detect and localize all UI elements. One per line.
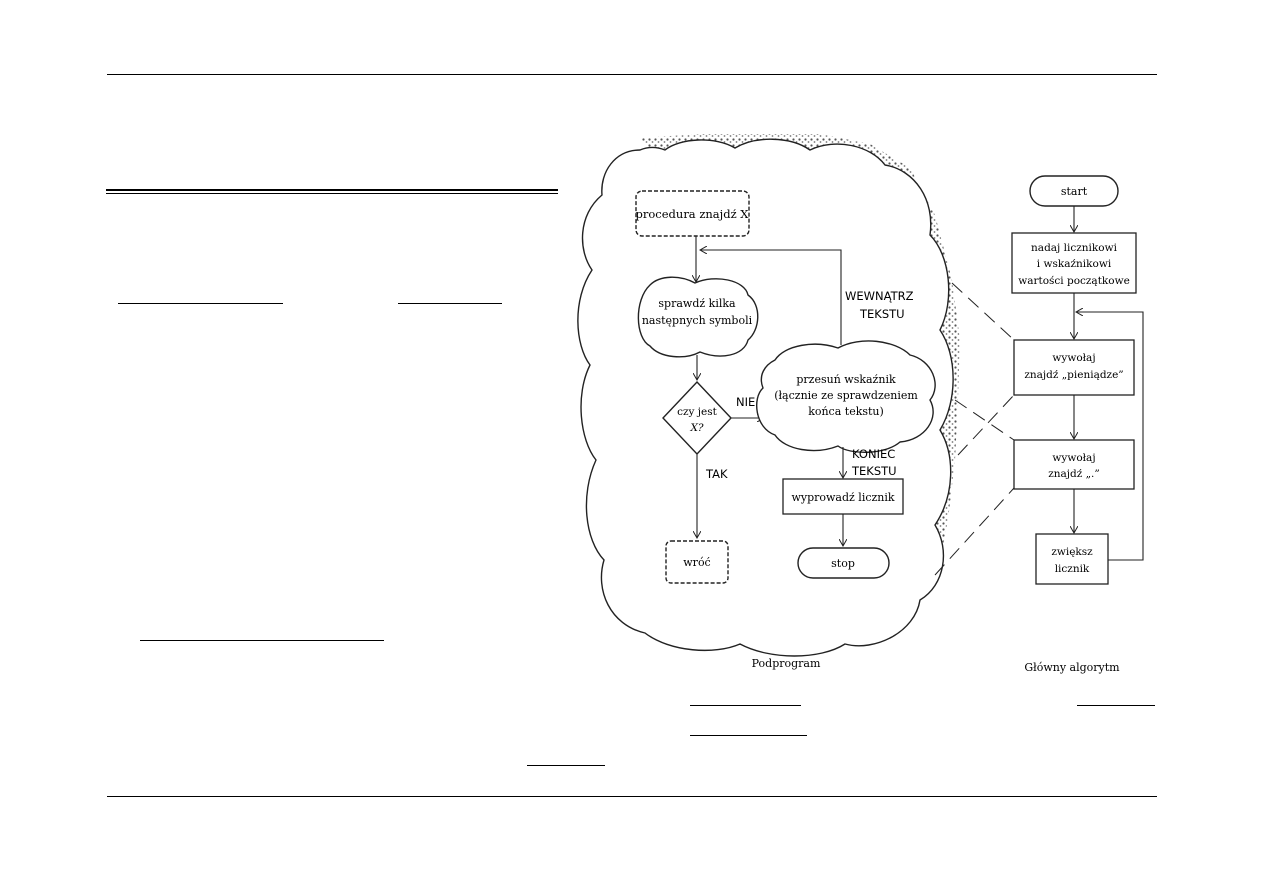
loop-back-main: [1076, 312, 1144, 561]
dashed-link-1: [951, 282, 1015, 341]
underline-1: [118, 303, 283, 304]
increment-box: [1035, 533, 1109, 585]
loop-back-line: [700, 250, 842, 345]
underline-3: [140, 640, 384, 641]
init-box: [1011, 232, 1137, 294]
check-symbols-line1: sprawdź kilka: [658, 297, 736, 310]
procedure-box: [635, 190, 750, 237]
check-symbols-cloud: [637, 276, 759, 358]
stop-terminal: [797, 547, 890, 579]
init-line1: nadaj licznikowi: [1031, 242, 1118, 254]
inside-text-line1: WEWNĄTRZ: [845, 289, 914, 303]
move-pointer-line3: końca tekstu): [808, 405, 884, 418]
start-label: start: [1061, 185, 1088, 198]
dashed-link-2: [957, 394, 1015, 456]
heading-double-rule-bottom: [106, 193, 558, 194]
move-pointer-cloud: [756, 340, 936, 454]
bottom-rule: [107, 796, 1157, 797]
return-box: [665, 540, 729, 584]
decision-line1: czy jest: [677, 406, 718, 418]
call-money-box: [1013, 339, 1135, 396]
yes-label: TAK: [705, 467, 728, 481]
procedure-label: procedura znajdź X: [636, 207, 750, 221]
heading-double-rule-top: [106, 189, 558, 191]
end-text-line2: TEKSTU: [851, 464, 897, 478]
move-pointer-line1: przesuń wskaźnik: [796, 373, 896, 386]
dashed-link-3: [954, 399, 1015, 441]
increment-line1: zwiększ: [1051, 546, 1093, 558]
call-money-line1: wywołaj: [1052, 352, 1095, 364]
decision-line2: X?: [689, 422, 703, 434]
dashed-link-4: [934, 487, 1015, 576]
underline-4: [690, 705, 801, 706]
end-text-line1: KONIEC: [852, 447, 895, 461]
stop-label: stop: [831, 557, 855, 570]
top-rule: [107, 74, 1157, 75]
call-dot-box: [1013, 439, 1135, 490]
underline-7: [527, 765, 605, 766]
main-algorithm-caption: Główny algorytm: [1024, 661, 1120, 674]
output-counter-box: [782, 478, 904, 515]
call-dot-line2: znajdź „.”: [1048, 468, 1100, 480]
init-line2: i wskaźnikowi: [1037, 258, 1112, 270]
output-counter-label: wyprowadź licznik: [791, 491, 894, 504]
underline-6: [690, 735, 807, 736]
return-label: wróć: [683, 556, 710, 569]
call-money-line2: znajdź „pieniądze”: [1024, 369, 1123, 381]
no-label: NIE: [736, 395, 755, 409]
check-symbols-line2: następnych symboli: [642, 314, 753, 327]
call-dot-line1: wywołaj: [1052, 452, 1095, 464]
inside-text-line2: TEKSTU: [859, 307, 905, 321]
init-line3: wartości początkowe: [1018, 275, 1130, 287]
increment-line2: licznik: [1055, 563, 1090, 575]
underline-5: [1077, 705, 1155, 706]
move-pointer-line2: (łącznie ze sprawdzeniem: [774, 389, 918, 402]
subprogram-caption: Podprogram: [752, 657, 821, 670]
underline-2: [398, 303, 502, 304]
